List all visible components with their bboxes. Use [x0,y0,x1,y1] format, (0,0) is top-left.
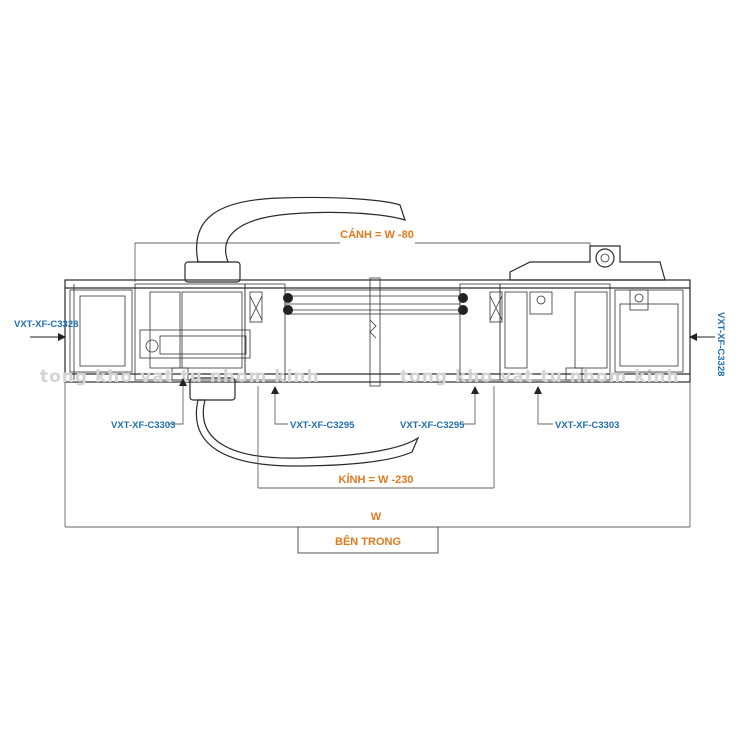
arrow-up-icon [534,386,542,394]
total-dimension: W [64,382,691,528]
left-outer-label: VXT-XF-C3328 [14,319,78,341]
left-bead-profile-label: VXT-XF-C3295 [290,420,355,431]
arrow-up-icon [471,386,479,394]
handle [184,196,420,467]
watermark-left: tong kho vat tu nhom kinh [40,367,320,387]
right-bead-label: VXT-XF-C3295 [400,386,479,431]
right-sash-label: VXT-XF-C3303 [534,386,619,431]
right-bead-profile-label: VXT-XF-C3295 [400,420,465,431]
glass-dimension: KÍNH = W -230 [257,386,495,489]
glass-width-label: KÍNH = W -230 [339,473,414,486]
arrow-up-icon [271,386,279,394]
watermark-right: tong kho vat tu nhom kinh [400,367,680,387]
sash-dimension: CÁNH = W -80 [134,228,591,282]
frame-profile [64,277,691,387]
inside-label: BÊN TRONG [335,535,401,548]
right-outer-profile-label: VXT-XF-C3328 [715,312,726,376]
hinge [509,245,666,281]
sash-width-label: CÁNH = W -80 [340,228,414,241]
left-sash-profile-label: VXT-XF-C3303 [111,420,175,431]
left-outer-profile-label: VXT-XF-C3328 [14,319,78,330]
arrow-left-icon [689,333,697,341]
arrow-right-icon [58,333,66,341]
left-sash-label: VXT-XF-C3303 [111,378,187,431]
arrow-up-icon [179,378,187,386]
right-sash-profile-label: VXT-XF-C3303 [555,420,619,431]
inside-box: BÊN TRONG [297,526,439,554]
total-width-label: W [371,511,382,523]
right-outer-label: VXT-XF-C3328 [689,312,726,376]
left-bead-label: VXT-XF-C3295 [271,386,355,431]
